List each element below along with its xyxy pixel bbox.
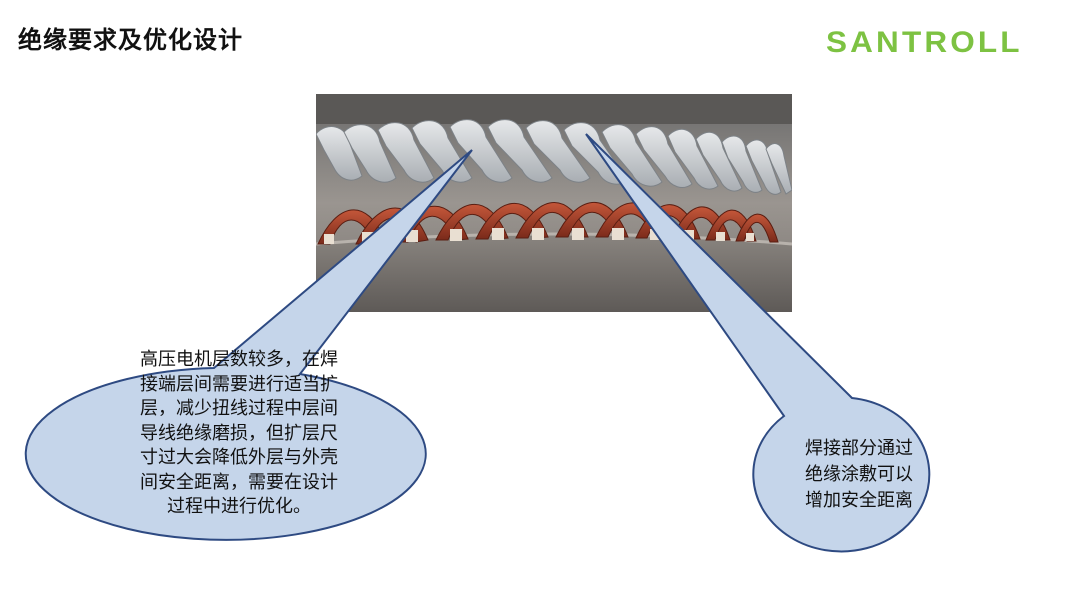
santroll-logo: SANTROLL: [826, 26, 1023, 59]
callout-left-line: 接端层间需要进行适当扩: [140, 373, 338, 395]
callout-left-line: 寸过大会降低外层与外壳: [140, 447, 338, 468]
slide-title: 绝缘要求及优化设计: [18, 26, 243, 54]
callout-left-bubble: [24, 149, 473, 541]
callout-right-bubble: [585, 133, 931, 553]
callout-left-text: 高压电机层数较多，在焊 接端层间需要进行适当扩 层，减少扭线过程中层间 导线绝缘…: [108, 348, 370, 520]
callout-left-line: 间安全距离，需要在设计: [140, 471, 338, 493]
callout-right-line: 绝缘涂敷可以: [805, 464, 913, 485]
callout-left-line: 高压电机层数较多，在焊: [140, 349, 338, 370]
callout-left-line: 导线绝缘磨损，但扩层尺: [140, 422, 338, 444]
callout-left-line: 层，减少扭线过程中层间: [140, 398, 338, 419]
callout-right-text: 焊接部分通过 绝缘涂敷可以 增加安全距离: [784, 436, 934, 514]
callout-right-line: 焊接部分通过: [805, 438, 913, 459]
callout-right-line: 增加安全距离: [805, 490, 913, 511]
callout-left-line: 过程中进行优化。: [167, 496, 311, 517]
